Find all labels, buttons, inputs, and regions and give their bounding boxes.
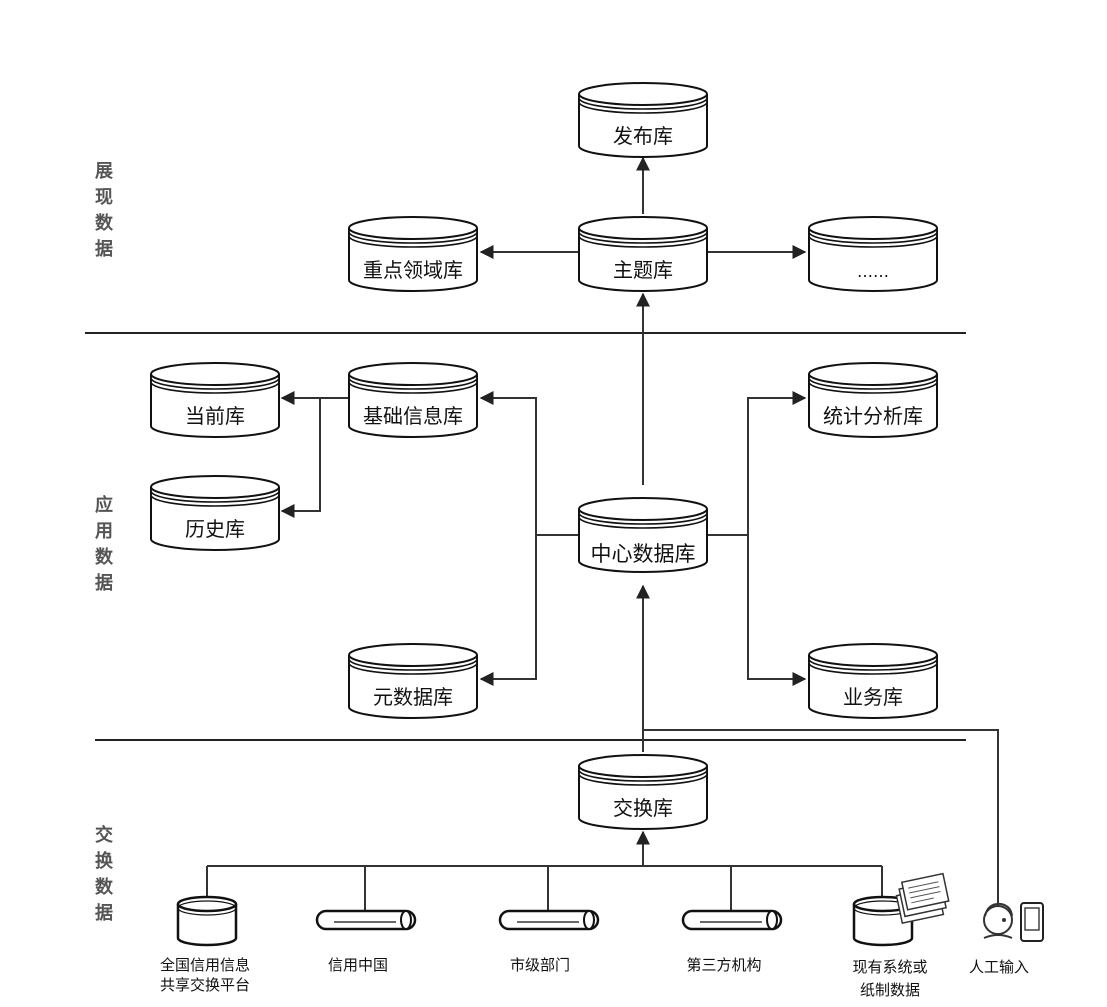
svg-text:重点领域库: 重点领域库: [363, 258, 463, 282]
svg-text:历史库: 历史库: [185, 517, 245, 541]
db-metadata[interactable]: 元数据库: [348, 643, 478, 719]
svg-text:统计分析库: 统计分析库: [823, 404, 923, 428]
layer-label-application: 应 用 数 据: [95, 494, 114, 594]
svg-text:纸制数据: 纸制数据: [860, 981, 920, 999]
svg-text:……: ……: [857, 262, 889, 281]
arrow-center-to-basic-info: [479, 391, 537, 535]
db-exchange[interactable]: 交换库: [578, 754, 708, 830]
source-manual-input[interactable]: 人工输入: [969, 902, 1044, 976]
svg-text:主题库: 主题库: [613, 258, 673, 282]
arrow-center-to-business: [747, 535, 807, 686]
connectors: [206, 156, 999, 932]
layer-label-presentation: 展 现 数 据: [95, 161, 114, 260]
db-center[interactable]: 中心数据库: [577, 496, 709, 574]
svg-text:据: 据: [95, 238, 113, 260]
svg-text:展: 展: [95, 161, 114, 182]
svg-text:元数据库: 元数据库: [373, 685, 453, 709]
svg-text:第三方机构: 第三方机构: [686, 956, 761, 974]
svg-text:数: 数: [95, 876, 114, 898]
svg-text:交换库: 交换库: [613, 796, 673, 820]
pipe-icon: [681, 909, 783, 931]
database-documents-icon: [852, 872, 950, 947]
arrow-center-to-metadata: [479, 535, 537, 686]
source-existing-systems[interactable]: 现有系统或 纸制数据: [852, 872, 951, 999]
svg-text:用: 用: [95, 521, 113, 542]
svg-text:应: 应: [95, 494, 113, 516]
db-statistics[interactable]: 统计分析库: [808, 362, 938, 438]
db-current[interactable]: 当前库: [150, 362, 280, 438]
svg-text:市级部门: 市级部门: [510, 956, 570, 974]
db-publish[interactable]: 发布库: [578, 82, 708, 158]
svg-text:数: 数: [95, 212, 114, 234]
person-phone-icon: [983, 902, 1044, 942]
pipe-icon: [498, 909, 600, 931]
source-city-departments[interactable]: 市级部门: [498, 909, 600, 974]
db-history[interactable]: 历史库: [150, 475, 280, 551]
svg-text:共享交换平台: 共享交换平台: [160, 976, 250, 994]
svg-text:中心数据库: 中心数据库: [591, 542, 696, 566]
db-key-domain[interactable]: 重点领域库: [348, 216, 478, 292]
svg-text:信用中国: 信用中国: [328, 956, 388, 974]
manual-input-line: [643, 729, 999, 932]
svg-text:据: 据: [95, 572, 113, 594]
svg-text:发布库: 发布库: [613, 124, 673, 148]
svg-text:现: 现: [95, 187, 113, 208]
layer-label-exchange: 交 换 数 据: [95, 824, 114, 924]
arrow-center-to-statistics: [747, 391, 807, 535]
db-more[interactable]: ……: [808, 216, 938, 292]
svg-text:据: 据: [95, 902, 113, 924]
svg-text:当前库: 当前库: [185, 404, 245, 428]
small-database-icon: [176, 895, 238, 947]
svg-text:数: 数: [95, 546, 114, 568]
db-basic-info[interactable]: 基础信息库: [348, 362, 478, 438]
svg-text:换: 换: [95, 850, 114, 872]
source-third-party[interactable]: 第三方机构: [681, 909, 783, 974]
svg-text:业务库: 业务库: [843, 685, 903, 709]
svg-text:交: 交: [95, 824, 113, 846]
svg-text:人工输入: 人工输入: [969, 958, 1029, 976]
svg-text:全国信用信息: 全国信用信息: [160, 956, 250, 974]
pipe-icon: [315, 909, 417, 931]
svg-text:基础信息库: 基础信息库: [363, 404, 463, 428]
arrow-basic-to-history: [280, 398, 321, 518]
svg-text:现有系统或: 现有系统或: [852, 958, 927, 976]
db-topic[interactable]: 主题库: [578, 216, 708, 292]
source-national-platform[interactable]: 全国信用信息 共享交换平台: [160, 895, 250, 994]
db-business[interactable]: 业务库: [808, 643, 938, 719]
source-credit-china[interactable]: 信用中国: [315, 909, 417, 974]
